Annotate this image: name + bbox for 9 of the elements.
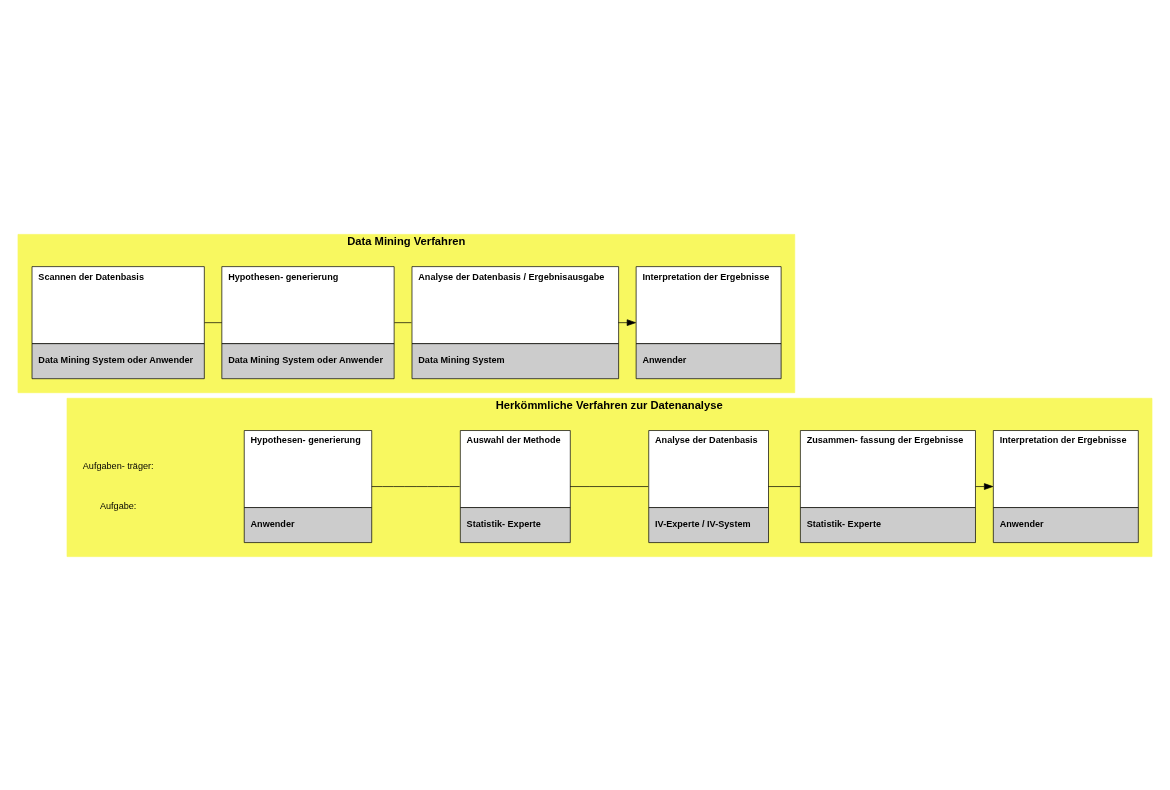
connector <box>204 321 223 323</box>
connector <box>569 485 649 487</box>
connector <box>394 321 412 323</box>
connector <box>371 485 460 487</box>
label: Aufgabe: <box>99 500 137 511</box>
connector <box>768 485 801 487</box>
label: Aufgaben- träger: <box>82 460 154 471</box>
arrow <box>975 482 994 490</box>
arrow <box>618 318 636 326</box>
